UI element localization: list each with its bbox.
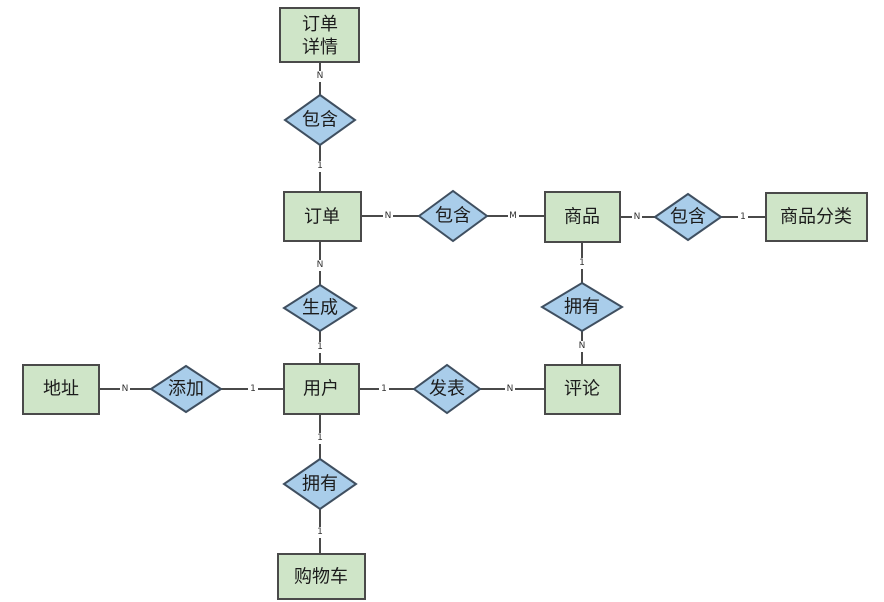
rel-product-in-category-label: 包含 [670,207,706,228]
rel-product-in-category[interactable]: 包含 [653,192,723,242]
card-user-1-order: 1 [317,342,323,352]
entity-order-detail[interactable]: 订单 详情 [279,7,360,63]
card-user-1-address: 1 [250,384,256,394]
entity-cart[interactable]: 购物车 [277,553,366,600]
rel-order-contains-detail-label: 包含 [302,110,338,131]
rel-order-contains-detail[interactable]: 包含 [283,93,357,147]
card-review-n-product: N [579,341,586,351]
entity-order[interactable]: 订单 [283,191,362,242]
rel-user-posts-review-label: 发表 [429,379,465,400]
entity-review[interactable]: 评论 [544,364,621,415]
entity-user-label: 用户 [303,379,339,400]
card-address-n: N [122,384,129,394]
rel-user-generates-order[interactable]: 生成 [282,283,358,333]
entity-user[interactable]: 用户 [283,363,360,415]
card-detail-n: N [317,71,324,81]
card-order-n-product: N [385,211,392,221]
entity-order-detail-line2: 详情 [302,37,338,58]
rel-order-contains-product-label: 包含 [435,206,471,227]
card-category-1: 1 [740,212,746,222]
entity-order-label: 订单 [304,207,340,228]
card-product-1-review: 1 [579,258,585,268]
card-cart-1: 1 [317,527,323,537]
card-review-n: N [507,384,514,394]
entity-order-detail-line1: 订单 [302,14,338,35]
rel-user-adds-address-label: 添加 [168,379,204,400]
card-product-n-category: N [634,212,641,222]
entity-product[interactable]: 商品 [544,191,621,243]
rel-user-posts-review[interactable]: 发表 [412,363,482,415]
card-product-m: M [509,211,517,221]
cardinality-labels: N 1 N M N 1 N 1 N 1 1 N 1 N 1 1 [120,71,748,538]
rel-product-has-review-label: 拥有 [564,297,600,318]
card-order-1-detail: 1 [317,161,323,171]
entity-cart-label: 购物车 [294,567,348,588]
entity-review-label: 评论 [564,379,600,400]
rel-user-has-cart-label: 拥有 [302,474,338,495]
card-user-1-review: 1 [381,384,387,394]
rel-order-contains-product[interactable]: 包含 [417,189,489,243]
entity-product-label: 商品 [564,207,600,228]
entity-address[interactable]: 地址 [22,364,100,415]
entity-product-category[interactable]: 商品分类 [765,192,868,242]
entity-product-category-label: 商品分类 [780,207,852,228]
rel-user-generates-order-label: 生成 [302,298,338,319]
card-order-n-user: N [317,260,324,270]
entity-address-label: 地址 [43,379,79,400]
rel-product-has-review[interactable]: 拥有 [540,281,624,333]
rel-user-adds-address[interactable]: 添加 [149,364,223,414]
card-user-1-cart: 1 [317,433,323,443]
rel-user-has-cart[interactable]: 拥有 [282,457,358,511]
edges [99,62,766,554]
